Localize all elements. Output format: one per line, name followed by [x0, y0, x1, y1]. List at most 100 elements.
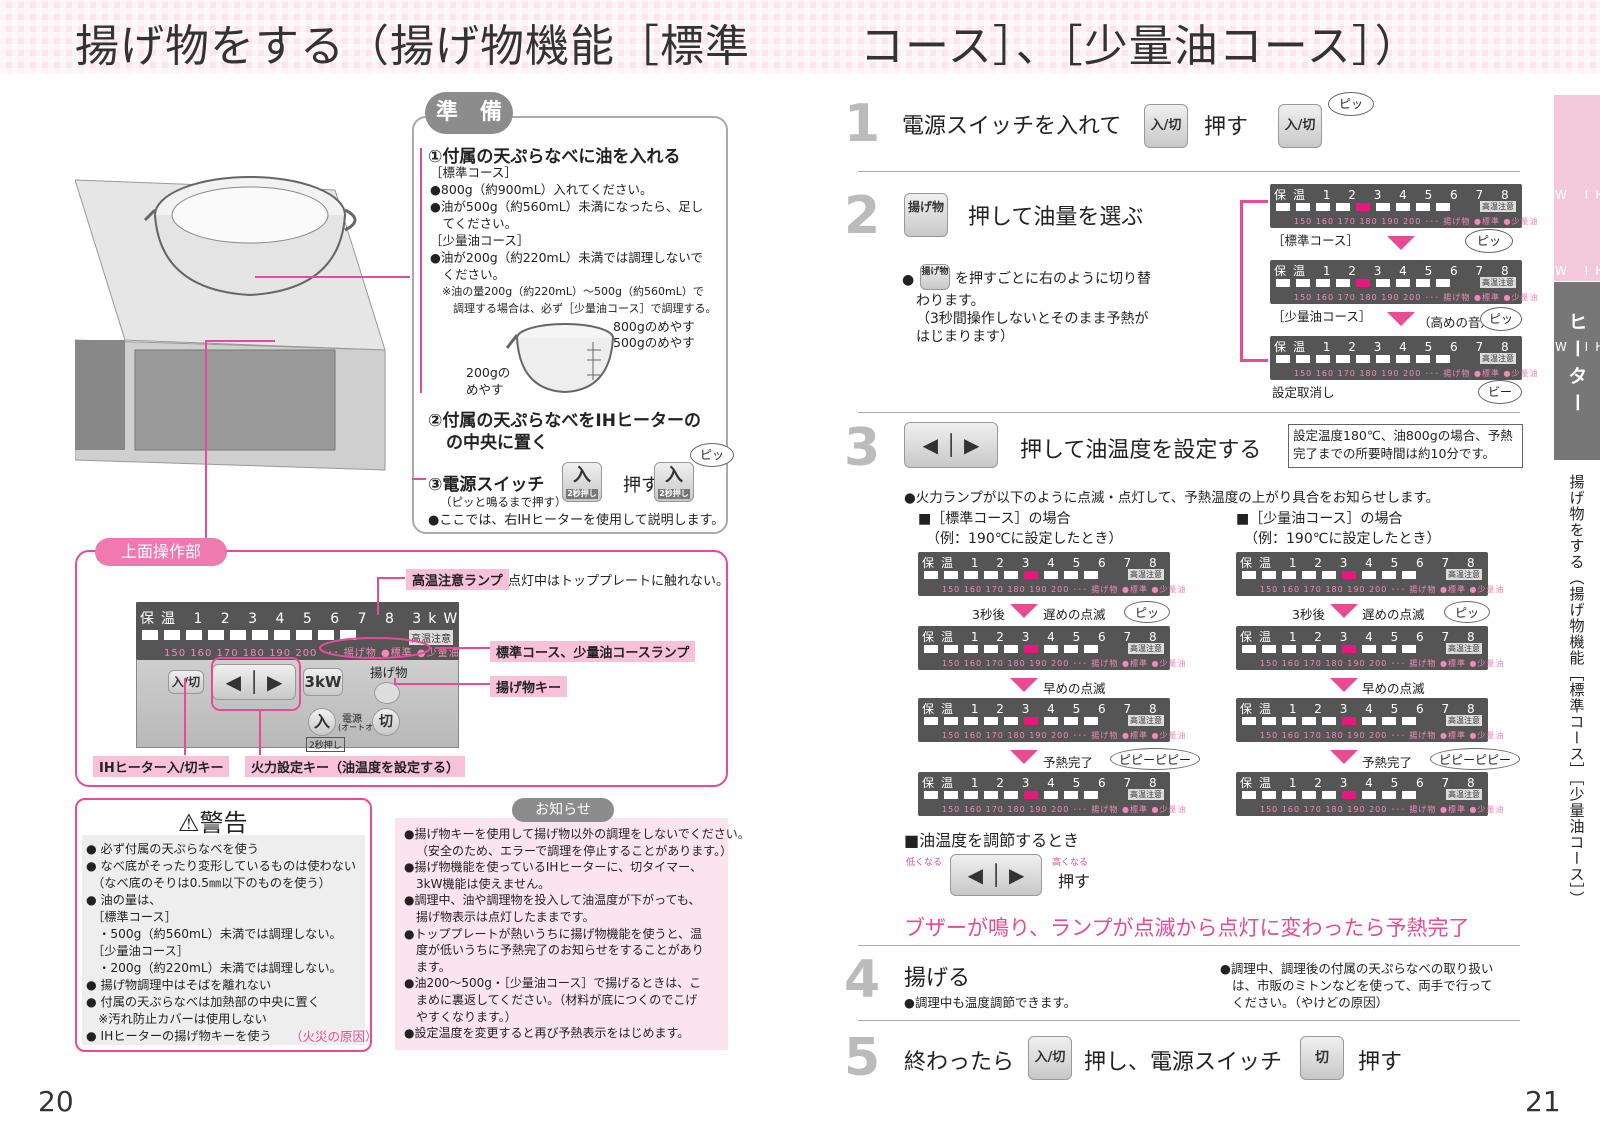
step4-text: 揚げる — [904, 966, 971, 991]
notice-title: お知らせ — [512, 798, 614, 822]
step1-number: 1 — [844, 94, 881, 154]
step-divider-2 — [858, 412, 1520, 413]
step2-beep-2: ピッ — [1480, 307, 1522, 331]
cooktop-illustration — [75, 176, 386, 471]
prep-item3-title: ③電源スイッチ — [428, 475, 545, 495]
prep-item3-leader — [412, 478, 426, 480]
step3-std-arrow-2 — [1010, 678, 1038, 692]
pot-label-800: 800gのめやす — [613, 319, 695, 334]
pot-label-200b: めやす — [466, 382, 504, 397]
prep-push-text: 押す — [623, 475, 659, 496]
adjust-heat-key[interactable]: ◀ │ ▶ — [950, 854, 1042, 896]
step4-number: 4 — [844, 950, 881, 1010]
two-sec-label: 2秒押し — [306, 737, 345, 752]
warning-body-bg — [82, 835, 365, 1045]
step2-desc3: （3秒間操作しないとそのまま予熱が — [916, 311, 1149, 327]
step2-fry-key-small[interactable]: 揚げ物 — [920, 264, 950, 290]
step2-panel-small: 保温 1 2 3 4 5 6 7 8 3kW IH-右 高温注意 150 160… — [1270, 260, 1600, 304]
step2-fry-key[interactable]: 揚げ物 — [904, 193, 948, 237]
step3-std-fast: 早めの点滅 — [1043, 681, 1106, 696]
step3-std-panel-2: 保温 1 2 3 4 5 6 7 8 3kW IH-右 高温注意 150 160… — [918, 626, 1283, 670]
step2-number: 2 — [844, 186, 881, 246]
step2-std-label: ［標準コース］ — [1272, 233, 1359, 248]
step3-std-beepbeep: ピピーピピー — [1110, 748, 1200, 770]
header-band — [0, 0, 1600, 74]
step1-io-key-2[interactable]: 入/切 — [1278, 104, 1322, 148]
step5-io-key[interactable]: 入/切 — [1028, 1036, 1072, 1080]
step5-text2: 押し、電源スイッチ — [1084, 1050, 1283, 1075]
power-sub-label: (オートオフ) — [338, 723, 385, 732]
adjust-push: 押す — [1058, 872, 1091, 891]
step2-cancel-label: 設定取消し — [1272, 385, 1335, 400]
panel-leader-line — [205, 340, 275, 550]
warning-cause: （火災の原因） — [290, 1029, 378, 1044]
step3-small-arrow-2 — [1330, 678, 1358, 692]
step2-beep-low: ビー — [1478, 380, 1522, 404]
step3-std-panel-1: 保温 1 2 3 4 5 6 7 8 3kW IH-右 高温注意 150 160… — [918, 552, 1283, 596]
warning-title: ⚠警告 — [178, 809, 248, 837]
step2-beep-1: ピッ — [1465, 229, 1513, 253]
step2-desc1: を押すごとに右のように切り替 — [955, 271, 1151, 287]
step2-arrow-2 — [1387, 312, 1415, 326]
step3-number: 3 — [844, 418, 881, 478]
fry-key-callout: 揚げ物キー — [490, 676, 568, 697]
step3-std-example: （例：190℃に設定したとき） — [926, 531, 1123, 547]
pot-levels-illustration — [505, 323, 614, 394]
heat-setting-key[interactable]: ◀ │ ▶ — [212, 664, 296, 700]
step2-bullet: ● — [902, 272, 915, 288]
step3-small-title: ■［少量油コース］の場合 — [1236, 511, 1403, 527]
3kw-key[interactable]: 3kW — [303, 668, 343, 696]
step2-loop-arrow — [1240, 200, 1268, 362]
high-temp-lamp-label: 高温注意ランプ — [406, 569, 509, 590]
step1-io-key[interactable]: 入/切 — [1144, 104, 1188, 148]
step3-std-arrow-3 — [1010, 750, 1038, 764]
step3-small-panel-2: 保温 1 2 3 4 5 6 7 8 3kW IH-右 高温注意 150 160… — [1236, 626, 1600, 670]
page-number-right: 21 — [1525, 1085, 1561, 1118]
step5-off-key[interactable]: 切 — [1300, 1036, 1344, 1080]
step1-push: 押す — [1204, 115, 1249, 140]
step3-small-arrow-1 — [1330, 604, 1358, 618]
fry-key[interactable] — [374, 682, 400, 704]
side-tab-category: ヒーター — [1554, 282, 1600, 460]
step2-panel-std: 保温 1 2 3 4 5 6 7 8 3kW IH-右 高温注意 150 160… — [1270, 184, 1600, 228]
step3-heat-key[interactable]: ◀ │ ▶ — [904, 422, 998, 468]
power-off-button[interactable]: 切 — [372, 708, 400, 736]
step3-small-fast: 早めの点滅 — [1362, 681, 1425, 696]
panel-display: 保温 1 2 3 4 5 6 7 8 3kW IH-右 高温注意 150 160… — [136, 602, 530, 660]
step1-beep-bubble: ピッ — [1328, 92, 1374, 116]
power-on-button[interactable]: 入 — [308, 708, 336, 736]
step3-small-panel-3: 保温 1 2 3 4 5 6 7 8 3kW IH-右 高温注意 150 160… — [1236, 698, 1600, 742]
step3-small-example: （例：190℃に設定したとき） — [1244, 531, 1441, 547]
step5-push: 押す — [1358, 1050, 1403, 1075]
prep-note: ●ここでは、右IHヒーターを使用して説明します。 — [428, 513, 725, 528]
page-title-right: コース］、［少量油コース］） — [860, 21, 1420, 72]
step5-text1: 終わったら — [904, 1050, 1015, 1075]
step3-small-panel-4: 保温 1 2 3 4 5 6 7 8 3kW IH-右 高温注意 150 160… — [1236, 772, 1600, 816]
step2-panel-cancel: 保温 1 2 3 4 5 6 7 8 3kW IH-右 高温注意 150 160… — [1270, 336, 1600, 380]
buzzer-note: ブザーが鳴り、ランプが点滅から点灯に変わったら予熱完了 — [904, 916, 1470, 940]
step3-std-done: 予熱完了 — [1043, 755, 1094, 770]
step3-intro: ●火力ランプが以下のように点滅・点灯して、予熱温度の上がり具合をお知らせします。 — [904, 490, 1440, 506]
prep-item1-title: ①付属の天ぷらなべに油を入れる — [428, 147, 681, 167]
step4-right-note: ●調理中、調理後の付属の天ぷらなべの取り扱い は、市販のミトンなどを使って、両手… — [1220, 961, 1494, 1010]
step3-small-beepbeep: ピピーピピー — [1430, 748, 1520, 770]
warning-icon: ⚠ — [178, 809, 200, 837]
step2-small-label: ［少量油コース］ — [1272, 309, 1372, 324]
adjust-title: ■油温度を調節するとき — [904, 831, 1080, 850]
step3-info-box: 設定温度180℃、油800gの場合、予熱 完了までの所要時間は約10分です。 — [1288, 424, 1523, 468]
step1-text: 電源スイッチを入れて — [902, 114, 1122, 139]
callout-lines — [184, 577, 490, 755]
pot-label-200a: 200gの — [466, 365, 511, 380]
step3-small-beep: ピッ — [1444, 601, 1490, 623]
prep-item2-title-a: ②付属の天ぷらなべをIHヒーターの — [428, 411, 701, 431]
step3-small-arrow-3 — [1330, 750, 1358, 764]
step2-desc4: はじまります） — [916, 329, 1014, 345]
page-title-left: 揚げ物をする（揚げ物機能［標準 — [75, 21, 750, 72]
top-panel-label: 上面操作部 — [95, 538, 227, 566]
step3-small-3sec: 3秒後 — [1292, 607, 1325, 622]
step3-std-title: ■［標準コース］の場合 — [918, 511, 1071, 527]
pot-label-500: 500gのめやす — [613, 335, 695, 350]
power-on-key[interactable]: 入 2秒押し — [562, 462, 602, 502]
power-on-key-2[interactable]: 入 2秒押し — [654, 462, 694, 502]
power-label: 電源 — [342, 714, 362, 725]
